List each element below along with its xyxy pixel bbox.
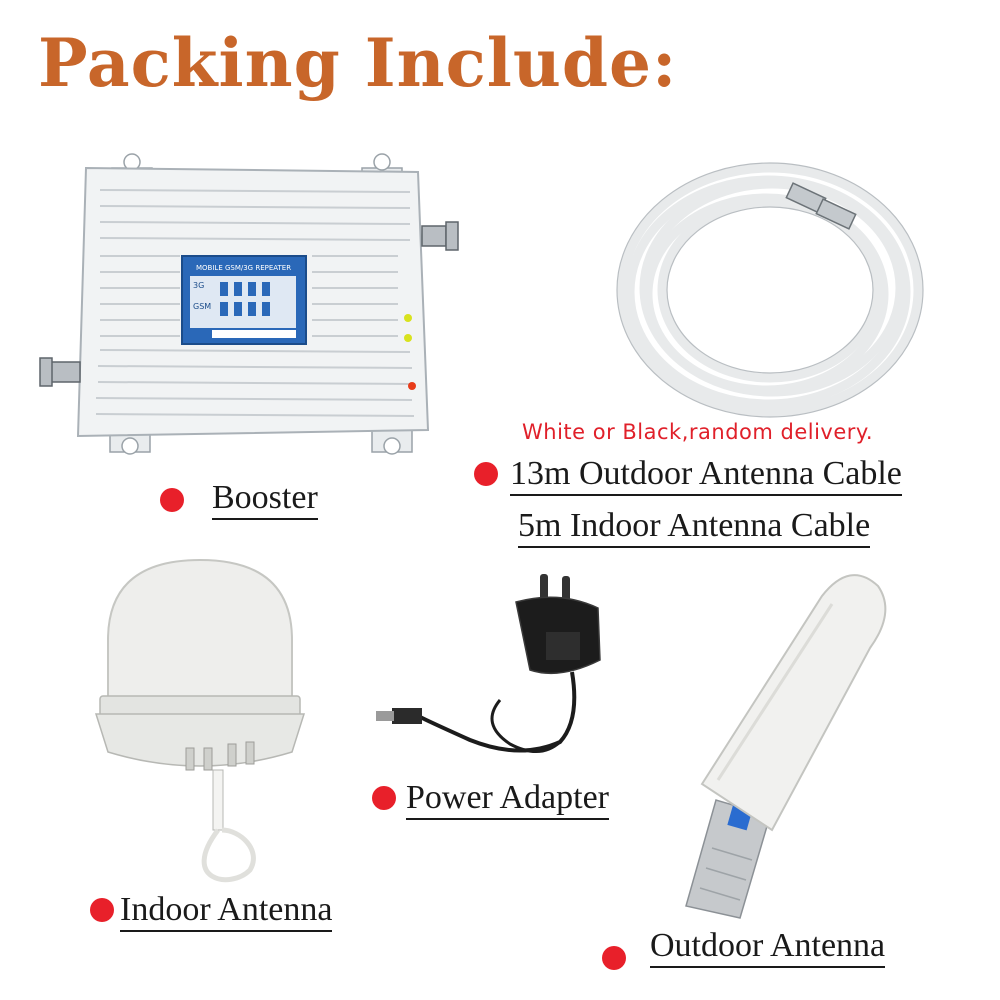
booster-label: Booster [212,480,318,520]
indoor-cable-label: 5m Indoor Antenna Cable [518,508,871,548]
indoor-antenna-bullet [90,898,114,922]
power-adapter-bullet [372,786,396,810]
booster-panel-model: MOBILE GSM/3G REPEATER [196,264,292,272]
booster-bullet [160,488,184,512]
outdoor-antenna-bullet [602,946,626,970]
cable-color-note: White or Black,random delivery. [522,420,874,444]
booster-panel-band-3g: 3G [193,281,205,290]
booster-panel-band-gsm: GSM [193,302,212,311]
indoor-antenna-label: Indoor Antenna [120,892,333,932]
outdoor-cable-label: 13m Outdoor Antenna Cable [510,456,902,496]
outdoor-antenna-label: Outdoor Antenna [650,928,886,968]
power-adapter-label: Power Adapter [406,780,610,820]
page-title: Packing Include: [38,24,678,102]
cable-bullet [474,462,498,486]
